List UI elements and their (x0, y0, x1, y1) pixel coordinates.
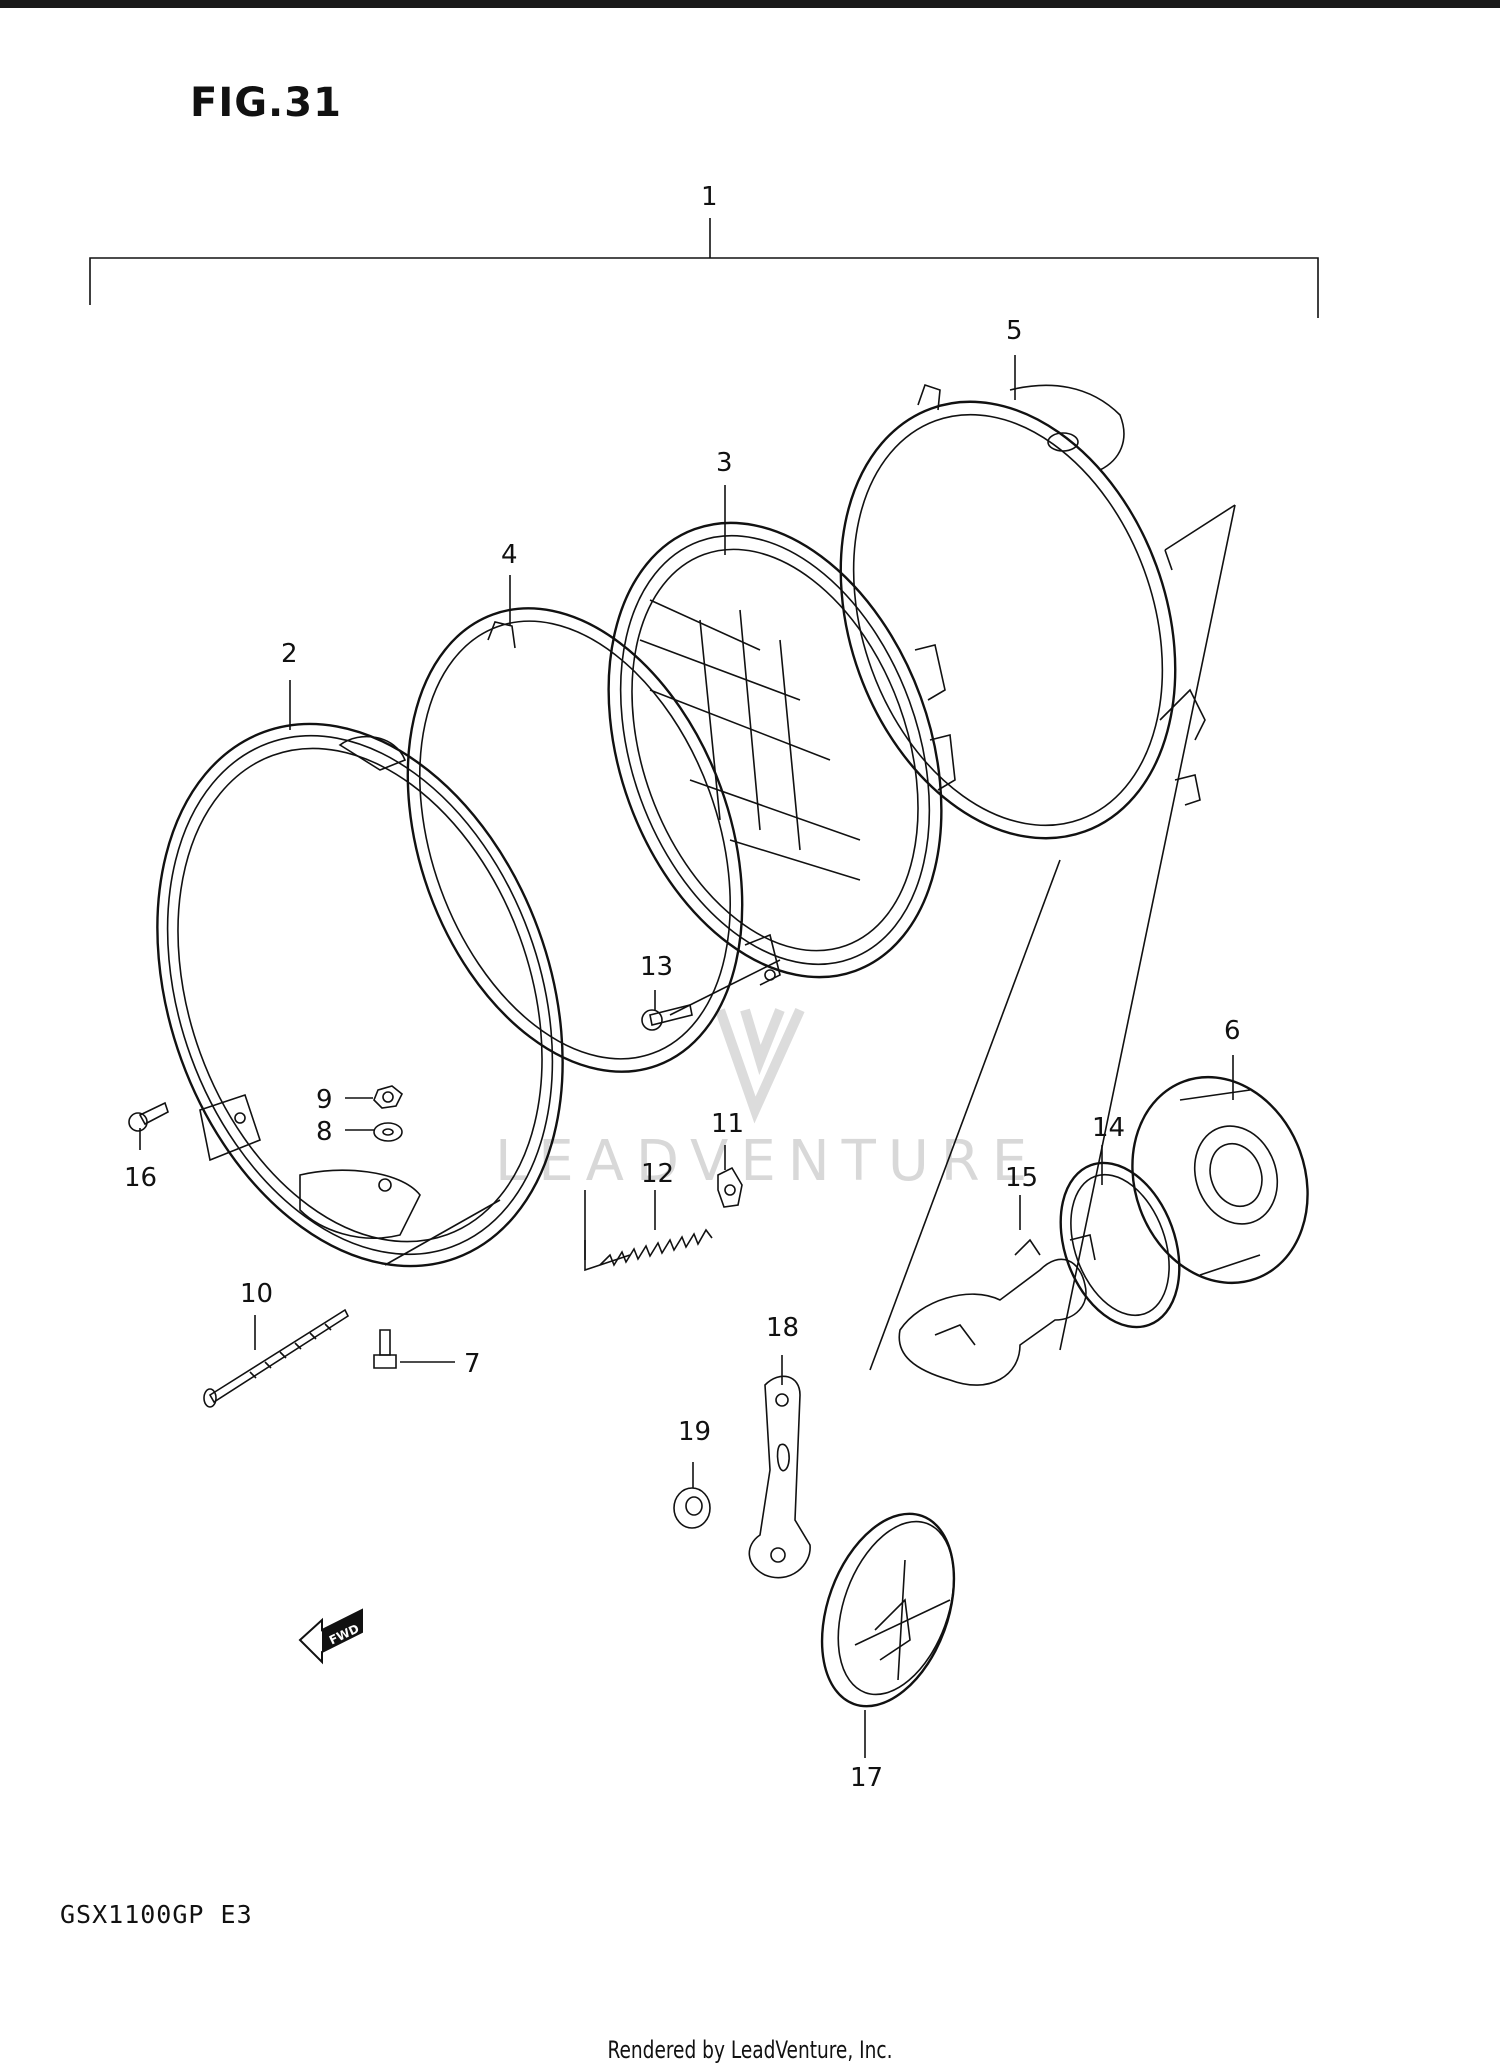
callout-11: 11 (711, 1109, 744, 1139)
watermark-logo (715, 1007, 805, 1124)
callout-4: 4 (501, 540, 518, 570)
nut-part-11 (717, 1166, 743, 1208)
assembly-bracket (89, 218, 1319, 318)
spring-part-12 (599, 1228, 713, 1267)
callout-10: 10 (240, 1279, 273, 1309)
callout-18: 18 (766, 1313, 799, 1343)
screw-part-16 (128, 1101, 169, 1132)
callout-5: 5 (1006, 316, 1023, 346)
reflector-part-17 (820, 1512, 956, 1708)
bolt-part-10 (203, 1308, 350, 1408)
headlight-mounting-rim (406, 607, 781, 1073)
headlight-bulb (898, 1234, 1096, 1386)
sealed-beam-unit (607, 521, 956, 979)
callout-8: 8 (316, 1117, 333, 1147)
callout-labels: 1 2 3 4 5 6 7 8 9 10 11 12 13 14 15 16 1… (124, 182, 1241, 1793)
callout-13: 13 (640, 952, 673, 982)
footer-credit: Rendered by LeadVenture, Inc. (105, 2036, 1395, 2064)
grommet-part-19 (673, 1487, 711, 1529)
leader-lines (139, 355, 1234, 1758)
socket-housing (1131, 1075, 1309, 1285)
washer-part-8 (373, 1122, 403, 1142)
callout-7: 7 (464, 1349, 481, 1379)
bracket-part-18 (748, 1375, 811, 1579)
callout-3: 3 (716, 448, 733, 478)
headlight-housing-ring (839, 383, 1236, 840)
callout-17: 17 (850, 1763, 883, 1793)
callout-9: 9 (316, 1085, 333, 1115)
model-code: GSX1100GP E3 (60, 1900, 253, 1929)
callout-16: 16 (124, 1163, 157, 1193)
nut-part-9 (373, 1085, 404, 1109)
callout-19: 19 (678, 1417, 711, 1447)
callout-12: 12 (641, 1159, 674, 1189)
screw-part-7 (373, 1329, 397, 1369)
forward-arrow-icon: FWD (298, 1608, 363, 1665)
callout-14: 14 (1092, 1113, 1125, 1143)
top-border-line (0, 0, 1500, 8)
callout-6: 6 (1224, 1016, 1241, 1046)
screw-part-13 (641, 1004, 693, 1031)
callout-15: 15 (1005, 1163, 1038, 1193)
headlight-trim-ring (156, 722, 564, 1268)
watermark-text: LEADVENTURE (495, 1129, 1039, 1194)
callout-2: 2 (281, 639, 298, 669)
socket-retaining-ring (1059, 1161, 1181, 1329)
figure-title: FIG.31 (190, 80, 342, 126)
callout-1: 1 (701, 182, 718, 212)
footer-text: Rendered by LeadVenture, Inc. (607, 2036, 893, 2064)
exploded-guide-lines (384, 504, 1236, 1371)
